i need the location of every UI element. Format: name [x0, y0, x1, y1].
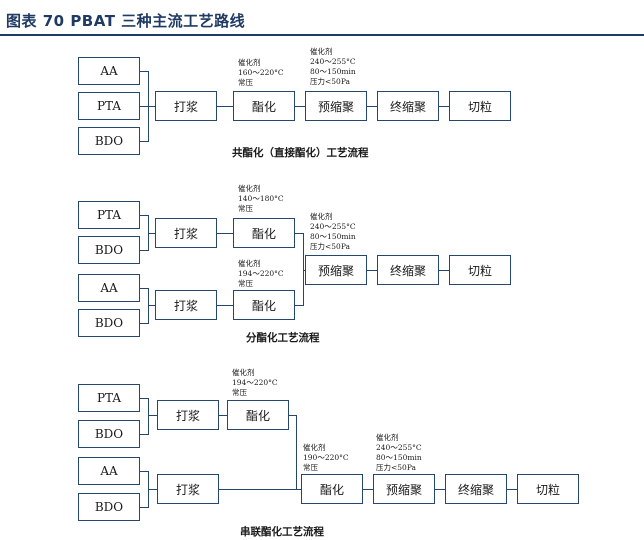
figure-title: 图表 70 PBAT 三种主流工艺路线 — [6, 12, 246, 30]
connector — [148, 398, 149, 435]
figure-header: 图表 70 PBAT 三种主流工艺路线 — [0, 0, 644, 36]
connector — [148, 106, 155, 107]
esterification-box: 酯化 — [233, 290, 295, 320]
connector — [140, 398, 148, 399]
precondensation-conditions: 催化剂 240～255°C 80～150min 压力<50Pa — [310, 212, 356, 251]
esterification-conditions: 催化剂 140～180°C 常压 — [238, 184, 284, 213]
connector — [140, 323, 148, 324]
connector — [439, 270, 449, 271]
connector — [140, 250, 148, 251]
precondensation-box: 预缩聚 — [305, 91, 367, 121]
connector — [140, 106, 148, 107]
connector — [148, 305, 155, 306]
connector — [148, 233, 155, 234]
input-pta-box: PTA — [78, 92, 140, 120]
input-bdo-box: BDO — [78, 493, 140, 521]
esterification-box: 酯化 — [233, 91, 295, 121]
diagram-caption: 分酯化工艺流程 — [246, 332, 320, 344]
input-pta-box: PTA — [78, 384, 140, 412]
connector — [296, 415, 297, 490]
input-aa-box: AA — [78, 457, 140, 485]
connector — [435, 489, 445, 490]
connector — [363, 489, 373, 490]
esterification-conditions: 催化剂 194～220°C 常压 — [232, 368, 278, 397]
connector — [219, 489, 301, 490]
connector — [148, 288, 149, 324]
slurry-box: 打浆 — [155, 91, 217, 121]
connector — [295, 106, 305, 107]
connector — [295, 233, 303, 234]
esterification-conditions: 催化剂 194～220°C 常压 — [238, 259, 284, 288]
esterification-box: 酯化 — [301, 474, 363, 504]
connector — [217, 106, 233, 107]
diagram-caption: 串联酯化工艺流程 — [240, 526, 324, 538]
pelletizing-box: 切粒 — [449, 255, 511, 285]
connector — [148, 415, 157, 416]
precondensation-box: 预缩聚 — [373, 474, 435, 504]
connector — [140, 288, 148, 289]
final-polycondensation-box: 终缩聚 — [445, 474, 507, 504]
slurry-box: 打浆 — [155, 290, 217, 320]
connector — [295, 305, 303, 306]
precondensation-box: 预缩聚 — [305, 255, 367, 285]
connector — [289, 415, 296, 416]
connector — [367, 270, 377, 271]
slurry-box: 打浆 — [157, 474, 219, 504]
connector — [303, 270, 305, 271]
input-bdo-box: BDO — [78, 420, 140, 448]
connector — [148, 489, 157, 490]
esterification-conditions: 催化剂 190～220°C 常压 — [303, 443, 349, 472]
slurry-box: 打浆 — [155, 218, 217, 248]
esterification-box: 酯化 — [227, 400, 289, 430]
final-polycondensation-box: 终缩聚 — [377, 255, 439, 285]
connector — [140, 434, 148, 435]
input-aa-box: AA — [78, 57, 140, 85]
connector — [303, 233, 304, 306]
connector — [217, 305, 233, 306]
input-bdo-box: BDO — [78, 309, 140, 337]
connector — [367, 106, 377, 107]
final-polycondensation-box: 终缩聚 — [377, 91, 439, 121]
connector — [217, 233, 233, 234]
input-bdo-box: BDO — [78, 236, 140, 264]
input-bdo-box: BDO — [78, 127, 140, 155]
connector — [140, 141, 148, 142]
slurry-box: 打浆 — [157, 400, 219, 430]
esterification-box: 酯化 — [233, 218, 295, 248]
connector — [140, 507, 148, 508]
connector — [140, 215, 148, 216]
precondensation-conditions: 催化剂 240～255°C 80～150min 压力<50Pa — [310, 47, 356, 86]
connector — [140, 471, 148, 472]
connector — [439, 106, 449, 107]
diagram-caption: 共酯化（直接酯化）工艺流程 — [232, 147, 369, 159]
esterification-conditions: 催化剂 160～220°C 常压 — [238, 58, 284, 87]
pelletizing-box: 切粒 — [517, 474, 579, 504]
connector — [219, 415, 227, 416]
connector — [507, 489, 517, 490]
connector — [140, 71, 148, 72]
input-pta-box: PTA — [78, 201, 140, 229]
pelletizing-box: 切粒 — [449, 91, 511, 121]
input-aa-box: AA — [78, 274, 140, 302]
precondensation-conditions: 催化剂 240～255°C 80～150min 压力<50Pa — [376, 433, 422, 472]
